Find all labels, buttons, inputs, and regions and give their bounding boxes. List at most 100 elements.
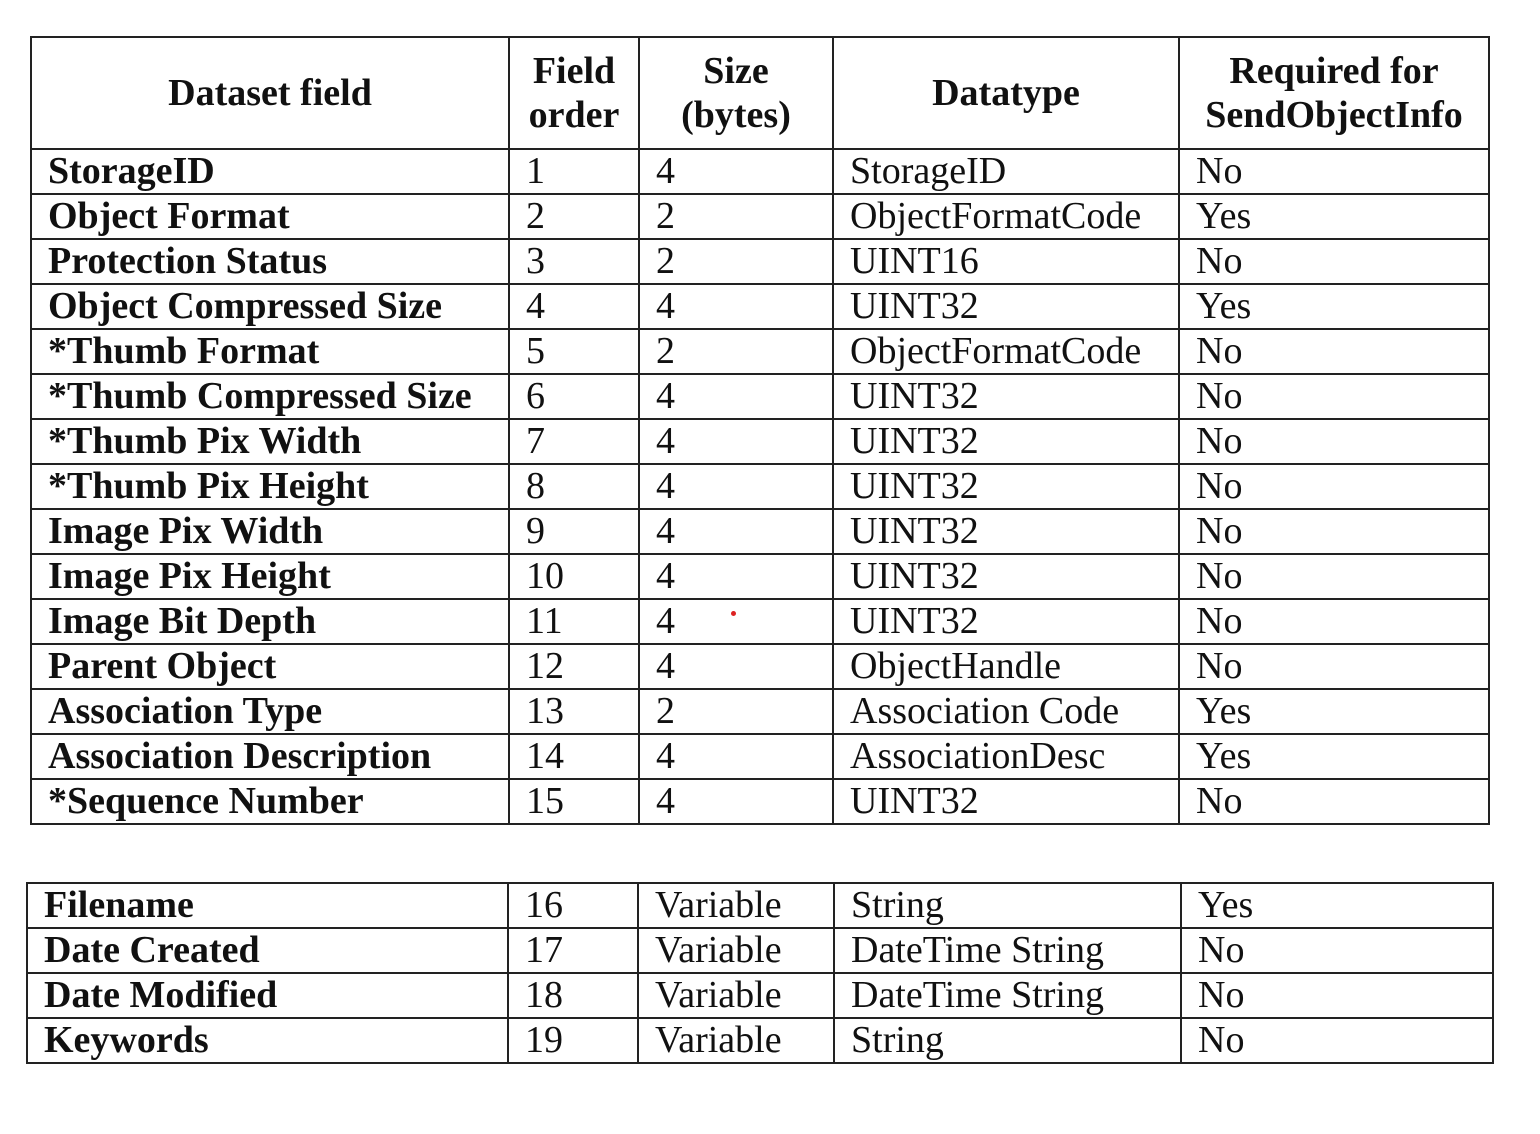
dataset-field-cell: Object Format [30,193,510,240]
datatype-cell: UINT32 [832,508,1180,555]
dataset-field-cell: *Thumb Pix Width [30,418,510,465]
required-cell: No [1180,972,1494,1019]
header-field-order: Field order [508,36,640,150]
size-cell: 4 [638,373,834,420]
required-cell: No [1178,328,1490,375]
field-order-cell: 7 [508,418,640,465]
dataset-field-cell: Date Modified [26,972,509,1019]
dataset-field-cell: Filename [26,882,509,929]
field-order-cell: 8 [508,463,640,510]
size-cell: 2 [638,328,834,375]
dataset-field-cell: Association Description [30,733,510,780]
size-cell: 4 [638,598,834,645]
required-cell: No [1178,553,1490,600]
size-cell: 4 [638,553,834,600]
datatype-cell: UINT32 [832,778,1180,825]
field-order-cell: 13 [508,688,640,735]
datatype-cell: ObjectFormatCode [832,328,1180,375]
field-order-cell: 15 [508,778,640,825]
dataset-field-cell: *Thumb Compressed Size [30,373,510,420]
field-order-cell: 12 [508,643,640,690]
required-cell: No [1178,598,1490,645]
required-cell: No [1178,643,1490,690]
header-required-for-sendobjectinfo: Required for SendObjectInfo [1178,36,1490,150]
required-cell: No [1178,463,1490,510]
field-order-cell: 10 [508,553,640,600]
required-cell: No [1178,778,1490,825]
required-cell: No [1178,238,1490,285]
required-cell: Yes [1178,193,1490,240]
dataset-field-cell: Protection Status [30,238,510,285]
dataset-field-cell: Date Created [26,927,509,974]
field-order-cell: 16 [507,882,639,929]
table-header-row: Dataset field Field order Size (bytes) D… [30,36,1490,150]
required-cell: No [1178,418,1490,465]
datatype-cell: UINT32 [832,373,1180,420]
size-cell: 4 [638,283,834,330]
field-order-cell: 14 [508,733,640,780]
dataset-field-cell: Image Pix Width [30,508,510,555]
field-order-cell: 3 [508,238,640,285]
datatype-cell: ObjectHandle [832,643,1180,690]
datatype-cell: String [833,882,1182,929]
required-cell: No [1178,148,1490,195]
size-cell: Variable [637,882,835,929]
header-size-bytes: Size (bytes) [638,36,834,150]
header-dataset-field: Dataset field [30,36,510,150]
field-order-cell: 19 [507,1017,639,1064]
dataset-field-cell: *Sequence Number [30,778,510,825]
field-order-cell: 4 [508,283,640,330]
required-cell: No [1180,1017,1494,1064]
datatype-cell: UINT32 [832,418,1180,465]
dataset-field-cell: Object Compressed Size [30,283,510,330]
datatype-cell: AssociationDesc [832,733,1180,780]
field-order-cell: 1 [508,148,640,195]
size-cell: 4 [638,643,834,690]
datatype-cell: ObjectFormatCode [832,193,1180,240]
red-dot-mark [731,611,736,616]
datatype-cell: DateTime String [833,927,1182,974]
size-cell: 4 [638,733,834,780]
required-cell: No [1178,373,1490,420]
required-cell: No [1178,508,1490,555]
size-cell: 4 [638,148,834,195]
datatype-cell: UINT32 [832,463,1180,510]
field-order-cell: 9 [508,508,640,555]
dataset-field-cell: *Thumb Pix Height [30,463,510,510]
size-cell: 4 [638,418,834,465]
required-cell: Yes [1178,688,1490,735]
datatype-cell: UINT32 [832,598,1180,645]
size-cell: 2 [638,193,834,240]
size-cell: 4 [638,463,834,510]
datatype-cell: UINT32 [832,283,1180,330]
dataset-field-cell: Association Type [30,688,510,735]
datatype-cell: DateTime String [833,972,1182,1019]
required-cell: Yes [1178,283,1490,330]
datatype-cell: String [833,1017,1182,1064]
datatype-cell: Association Code [832,688,1180,735]
dataset-field-cell: Image Pix Height [30,553,510,600]
dataset-field-cell: Image Bit Depth [30,598,510,645]
size-cell: Variable [637,1017,835,1064]
field-order-cell: 11 [508,598,640,645]
size-cell: Variable [637,927,835,974]
dataset-fields-table: Dataset field Field order Size (bytes) D… [30,36,1490,825]
dataset-field-cell: Parent Object [30,643,510,690]
field-order-cell: 6 [508,373,640,420]
size-cell: 2 [638,238,834,285]
